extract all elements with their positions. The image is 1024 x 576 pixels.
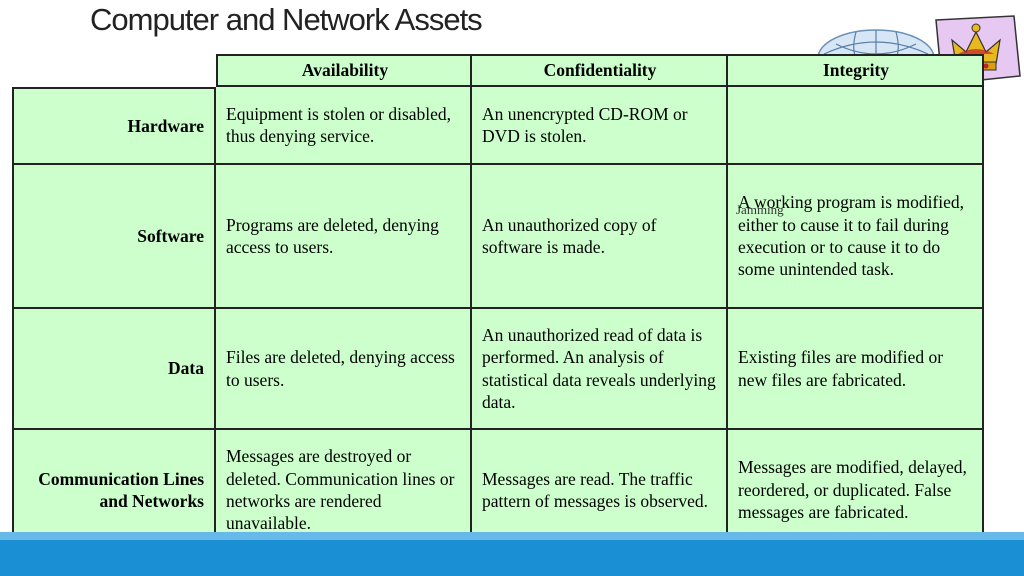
row-header-data: Data bbox=[12, 309, 216, 430]
jamming-annotation: Jamming bbox=[736, 202, 784, 217]
cell-data-integrity: Existing files are modified or new files… bbox=[728, 309, 984, 430]
cell-software-confidentiality: An unauthorized copy of software is made… bbox=[472, 165, 728, 309]
cell-data-confidentiality: An unauthorized read of data is performe… bbox=[472, 309, 728, 430]
bottom-accent-band bbox=[0, 532, 1024, 576]
cell-communication-integrity: Messages are modified, delayed, reordere… bbox=[728, 430, 984, 552]
column-header-confidentiality: Confidentiality bbox=[472, 54, 728, 87]
column-header-availability: Availability bbox=[216, 54, 472, 87]
table-corner bbox=[12, 54, 216, 87]
cell-hardware-integrity bbox=[728, 87, 984, 165]
assets-table: Availability Confidentiality Integrity H… bbox=[12, 54, 984, 552]
cell-hardware-confidentiality: An unencrypted CD-ROM or DVD is stolen. bbox=[472, 87, 728, 165]
cell-hardware-availability: Equipment is stolen or disabled, thus de… bbox=[216, 87, 472, 165]
row-header-communication: Communication Lines and Networks bbox=[12, 430, 216, 552]
row-header-hardware: Hardware bbox=[12, 87, 216, 165]
column-header-integrity: Integrity bbox=[728, 54, 984, 87]
cell-data-availability: Files are deleted, denying access to use… bbox=[216, 309, 472, 430]
cell-software-availability: Programs are deleted, denying access to … bbox=[216, 165, 472, 309]
bottom-accent-highlight bbox=[0, 532, 1024, 540]
cell-communication-availability: Messages are destroyed or deleted. Commu… bbox=[216, 430, 472, 552]
cell-software-integrity: A working program is modified, either to… bbox=[728, 165, 984, 309]
row-header-software: Software bbox=[12, 165, 216, 309]
slide-title: Computer and Network Assets bbox=[90, 2, 483, 37]
cell-communication-confidentiality: Messages are read. The traffic pattern o… bbox=[472, 430, 728, 552]
